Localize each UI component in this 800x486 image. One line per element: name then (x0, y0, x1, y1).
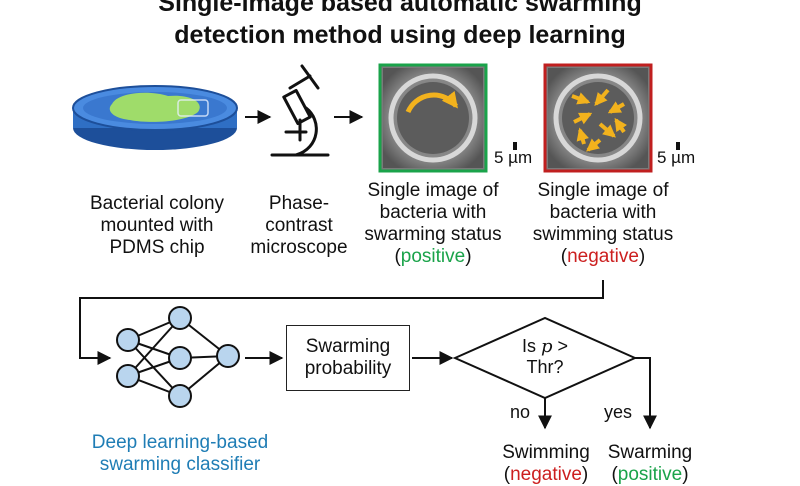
title-line-2: detection method using deep learning (174, 21, 626, 49)
microscope-caption-line-1: Phase- (268, 193, 330, 214)
scale-bar-2 (676, 142, 680, 150)
classifier-caption-line-1: Deep learning-based (91, 432, 269, 453)
microscope-icon (270, 64, 330, 157)
negative-status: (negative) (560, 246, 646, 267)
negative-caption-line-2: bacteria with (549, 202, 657, 223)
negative-caption-line-3: swimming status (532, 224, 674, 245)
petri-caption-line-2: mounted with (100, 215, 214, 236)
swarming-image (378, 63, 488, 173)
petri-caption-line-3: PDMS chip (109, 237, 205, 258)
result-no-status: negative (510, 464, 582, 485)
neural-network-icon (116, 306, 240, 408)
negative-caption: Single image of bacteria with swimming s… (520, 180, 686, 268)
microscope-caption-line-2: contrast (265, 215, 333, 236)
petri-caption-line-1: Bacterial colony (89, 193, 225, 214)
decision-text: Is p > Thr? (495, 336, 595, 378)
microscope-caption: Phase- contrast microscope (243, 193, 355, 259)
scale-label-2: 5 µm (657, 148, 696, 167)
decision-suffix: > (552, 336, 569, 356)
negative-caption-line-1: Single image of (537, 180, 669, 201)
result-yes-label: Swarming (607, 442, 693, 463)
probability-box: Swarming probability (286, 325, 410, 391)
yes-label: yes (604, 402, 633, 422)
connector-to-classifier (79, 280, 604, 365)
positive-status: (positive) (394, 246, 472, 267)
scale-bar-1 (513, 142, 517, 150)
random-motion-arrows-icon (571, 88, 628, 152)
decision-prefix: Is (521, 336, 541, 356)
decision-line-1: Is p > (495, 336, 595, 357)
no-label: no (510, 402, 531, 422)
probability-box-line-2: probability (304, 358, 392, 379)
title-line-1: Single-image based automatic swarming (158, 0, 642, 17)
microscope-caption-line-3: microscope (250, 237, 348, 258)
swimming-image (543, 63, 653, 173)
result-yes: Swarming (positive) (598, 442, 702, 486)
result-yes-status-line: (positive) (611, 464, 689, 485)
positive-caption-line-1: Single image of (367, 180, 499, 201)
result-no-status-line: (negative) (503, 464, 589, 485)
classifier-caption-line-2: swarming classifier (99, 454, 261, 475)
rotation-arrow-icon (405, 90, 458, 114)
positive-label: positive (400, 246, 466, 267)
result-no: Swimming (negative) (494, 442, 598, 486)
result-yes-status: positive (617, 464, 683, 485)
positive-caption-line-3: swarming status (364, 224, 502, 245)
probability-box-line-1: Swarming (305, 336, 391, 357)
decision-variable: p (540, 336, 553, 357)
result-no-label: Swimming (502, 442, 590, 463)
positive-caption-line-2: bacteria with (379, 202, 487, 223)
decision-line-2: Thr? (526, 357, 564, 377)
negative-label: negative (567, 246, 639, 267)
decision-branches (538, 357, 657, 430)
petri-caption: Bacterial colony mounted with PDMS chip (62, 193, 252, 259)
scale-label-1: 5 µm (494, 148, 533, 167)
petri-dish-icon (72, 85, 238, 150)
classifier-caption: Deep learning-based swarming classifier (60, 432, 300, 476)
positive-caption: Single image of bacteria with swarming s… (350, 180, 516, 268)
